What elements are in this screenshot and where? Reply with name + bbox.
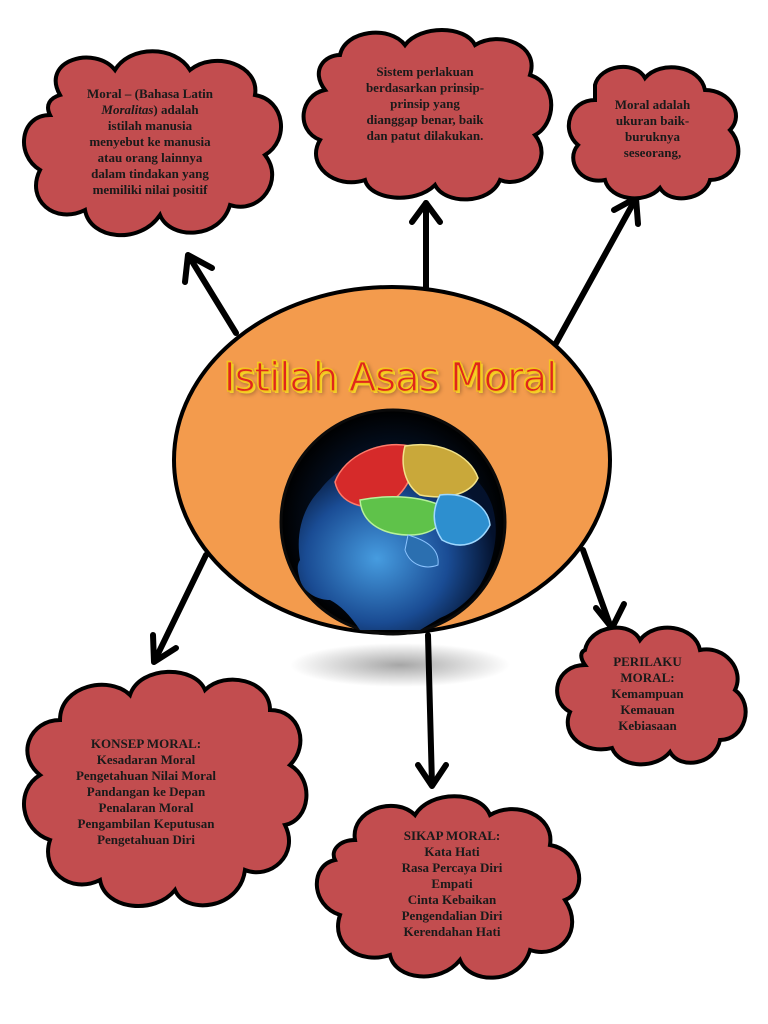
bottom-center-item: Cinta Kebaikan bbox=[407, 892, 497, 907]
arrow-head-bottom-right bbox=[593, 601, 627, 631]
cloud-bottom-right bbox=[555, 625, 748, 767]
bottom-center-heading: SIKAP MORAL: bbox=[403, 828, 501, 843]
arrow-head-bottom-left bbox=[150, 632, 179, 665]
top-center-line: dan patut dilakukan. bbox=[366, 128, 484, 143]
top-left-line-5: atau orang lainnya bbox=[97, 150, 203, 165]
top-left-line-2-rest: ) adalah bbox=[153, 102, 199, 117]
top-left-line-3: istilah manusia bbox=[107, 118, 193, 133]
top-right-line: ukuran baik- bbox=[615, 113, 690, 128]
bottom-center-item: Empati bbox=[431, 876, 473, 891]
arrow-to-top-right bbox=[552, 197, 638, 348]
top-center-line: Sistem perlakuan bbox=[376, 64, 474, 79]
arrow-to-bottom-right bbox=[580, 547, 613, 628]
cloud-top-right-text: Moral adalah ukuran baik- buruknya seseo… bbox=[590, 97, 715, 161]
top-left-line-4: menyebut ke manusia bbox=[89, 134, 211, 149]
bottom-left-item: Pengambilan Keputusan bbox=[77, 816, 215, 831]
top-right-line: buruknya bbox=[625, 129, 680, 144]
cloud-top-center bbox=[301, 28, 554, 202]
top-right-line: seseorang, bbox=[623, 145, 682, 160]
bottom-left-item: Kesadaran Moral bbox=[96, 752, 196, 767]
cloud-bottom-center-text: SIKAP MORAL: Kata Hati Rasa Percaya Diri… bbox=[372, 828, 532, 940]
bottom-center-item: Pengendalian Diri bbox=[401, 908, 503, 923]
brain-head-image bbox=[279, 408, 507, 636]
cloud-top-right bbox=[566, 64, 741, 201]
top-left-line-2: Moralitas) adalah bbox=[56, 102, 244, 118]
top-left-line-1: Moral – (Bahasa Latin bbox=[86, 86, 214, 101]
bottom-center-item: Kerendahan Hati bbox=[403, 924, 501, 939]
bottom-left-item: Pengetahuan Diri bbox=[97, 832, 195, 847]
cloud-bottom-right-text: PERILAKU MORAL: Kemampuan Kemauan Kebias… bbox=[585, 654, 710, 734]
bottom-center-item: Kata Hati bbox=[424, 844, 480, 859]
arrow-to-bottom-left bbox=[152, 552, 209, 663]
top-left-line-7: memiliki nilai positif bbox=[92, 182, 208, 197]
arrow-to-bottom-center bbox=[425, 632, 435, 788]
bottom-right-item: Kebiasaan bbox=[618, 718, 677, 733]
bottom-left-item: Pandangan ke Depan bbox=[86, 784, 206, 799]
cloud-bottom-left bbox=[22, 669, 309, 908]
top-center-line: berdasarkan prinsip- bbox=[365, 80, 485, 95]
bottom-right-heading-2: MORAL: bbox=[620, 670, 675, 685]
arrow-head-top-left bbox=[182, 252, 215, 285]
bottom-left-item: Penalaran Moral bbox=[98, 800, 194, 815]
bottom-left-item: Pengetahuan Nilai Moral bbox=[75, 768, 217, 783]
bottom-right-item: Kemauan bbox=[620, 702, 675, 717]
cloud-bottom-left-text: KONSEP MORAL: Kesadaran Moral Pengetahua… bbox=[46, 736, 246, 848]
cloud-top-left bbox=[22, 49, 283, 238]
center-shadow bbox=[290, 643, 510, 687]
top-center-line: dianggap benar, baik bbox=[366, 112, 484, 127]
cloud-bottom-center bbox=[314, 794, 582, 980]
top-left-line-6: dalam tindakan yang bbox=[91, 166, 209, 181]
cloud-top-center-text: Sistem perlakuan berdasarkan prinsip- pr… bbox=[335, 64, 515, 144]
clouds bbox=[22, 28, 748, 980]
cloud-top-left-text: Moral – (Bahasa Latin Moralitas) adalah … bbox=[56, 86, 244, 198]
bottom-center-item: Rasa Percaya Diri bbox=[401, 860, 503, 875]
arrow-to-top-left bbox=[187, 255, 239, 336]
bottom-right-item: Kemampuan bbox=[611, 686, 684, 701]
arrow-head-bottom-center bbox=[415, 762, 449, 789]
arrow-head-top-center bbox=[409, 200, 443, 225]
bottom-left-heading: KONSEP MORAL: bbox=[90, 736, 202, 751]
bottom-right-heading-1: PERILAKU bbox=[613, 654, 682, 669]
top-left-italic-term: Moralitas bbox=[101, 102, 154, 117]
top-center-line: prinsip yang bbox=[390, 96, 460, 111]
center-title: Istilah Asas Moral bbox=[223, 354, 558, 401]
connectors bbox=[150, 195, 641, 789]
top-right-line: Moral adalah bbox=[614, 97, 691, 112]
